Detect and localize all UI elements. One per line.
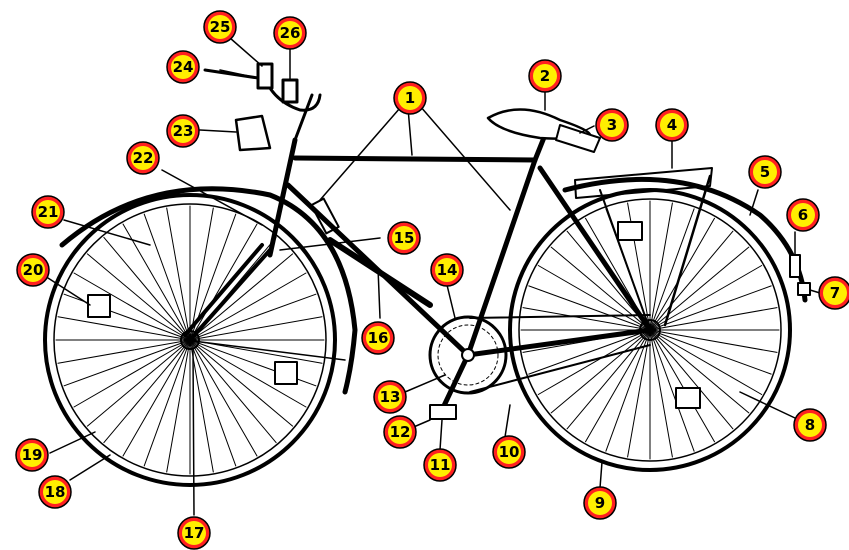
callout-number: 1 — [405, 89, 415, 107]
callout-number: 12 — [390, 423, 411, 441]
rear-spoke-reflector-top — [618, 222, 642, 240]
callout-number: 2 — [540, 67, 550, 85]
callout-badge-23: 23 — [167, 115, 199, 147]
callout-number: 17 — [184, 524, 205, 542]
callout-number: 3 — [607, 116, 617, 134]
callout-badge-4: 4 — [656, 109, 688, 141]
callout-badge-13: 13 — [374, 381, 406, 413]
rear-reflector — [798, 283, 810, 295]
callout-number: 10 — [499, 443, 520, 461]
callout-number: 8 — [805, 416, 815, 434]
callout-number: 13 — [380, 388, 401, 406]
front-spoke-reflector — [275, 362, 297, 384]
callout-badge-7: 7 — [819, 277, 849, 309]
callout-badge-19: 19 — [16, 439, 48, 471]
callout-badge-10: 10 — [493, 436, 525, 468]
callout-number: 5 — [760, 163, 770, 181]
callout-badge-2: 2 — [529, 60, 561, 92]
callout-badge-22: 22 — [127, 142, 159, 174]
callout-number: 24 — [173, 58, 194, 76]
callout-number: 18 — [45, 483, 66, 501]
callout-badge-11: 11 — [424, 449, 456, 481]
callout-badge-24: 24 — [167, 51, 199, 83]
callout-badge-20: 20 — [17, 254, 49, 286]
callout-number: 22 — [133, 149, 154, 167]
callout-badge-9: 9 — [584, 487, 616, 519]
callout-number: 21 — [38, 203, 59, 221]
callout-number: 26 — [280, 24, 301, 42]
callout-badge-18: 18 — [39, 476, 71, 508]
callout-badge-6: 6 — [787, 199, 819, 231]
headlamp — [236, 116, 270, 150]
callout-number: 25 — [210, 18, 231, 36]
callout-number: 6 — [798, 206, 808, 224]
front-wheel-reflector — [88, 295, 110, 317]
callout-number: 9 — [595, 494, 605, 512]
callout-badge-17: 17 — [178, 517, 210, 549]
callout-badge-16: 16 — [362, 322, 394, 354]
callout-number: 11 — [430, 456, 451, 474]
callout-badge-14: 14 — [431, 254, 463, 286]
callout-badge-8: 8 — [794, 409, 826, 441]
callout-number: 20 — [23, 261, 44, 279]
callout-badge-3: 3 — [596, 109, 628, 141]
callout-number: 16 — [368, 329, 389, 347]
callout-number: 15 — [394, 229, 415, 247]
rear-light — [790, 255, 800, 277]
callout-number: 14 — [437, 261, 458, 279]
callout-badge-15: 15 — [388, 222, 420, 254]
callout-badge-21: 21 — [32, 196, 64, 228]
frame — [270, 140, 650, 355]
callout-badge-12: 12 — [384, 416, 416, 448]
callout-number: 19 — [22, 446, 43, 464]
callout-badge-25: 25 — [204, 11, 236, 43]
callout-number: 23 — [173, 122, 194, 140]
callout-number: 7 — [830, 284, 840, 302]
callout-badge-26: 26 — [274, 17, 306, 49]
rear-spoke-reflector-bottom — [676, 388, 700, 408]
callout-badge-1: 1 — [394, 82, 426, 114]
callout-badge-5: 5 — [749, 156, 781, 188]
callout-number: 4 — [667, 116, 677, 134]
